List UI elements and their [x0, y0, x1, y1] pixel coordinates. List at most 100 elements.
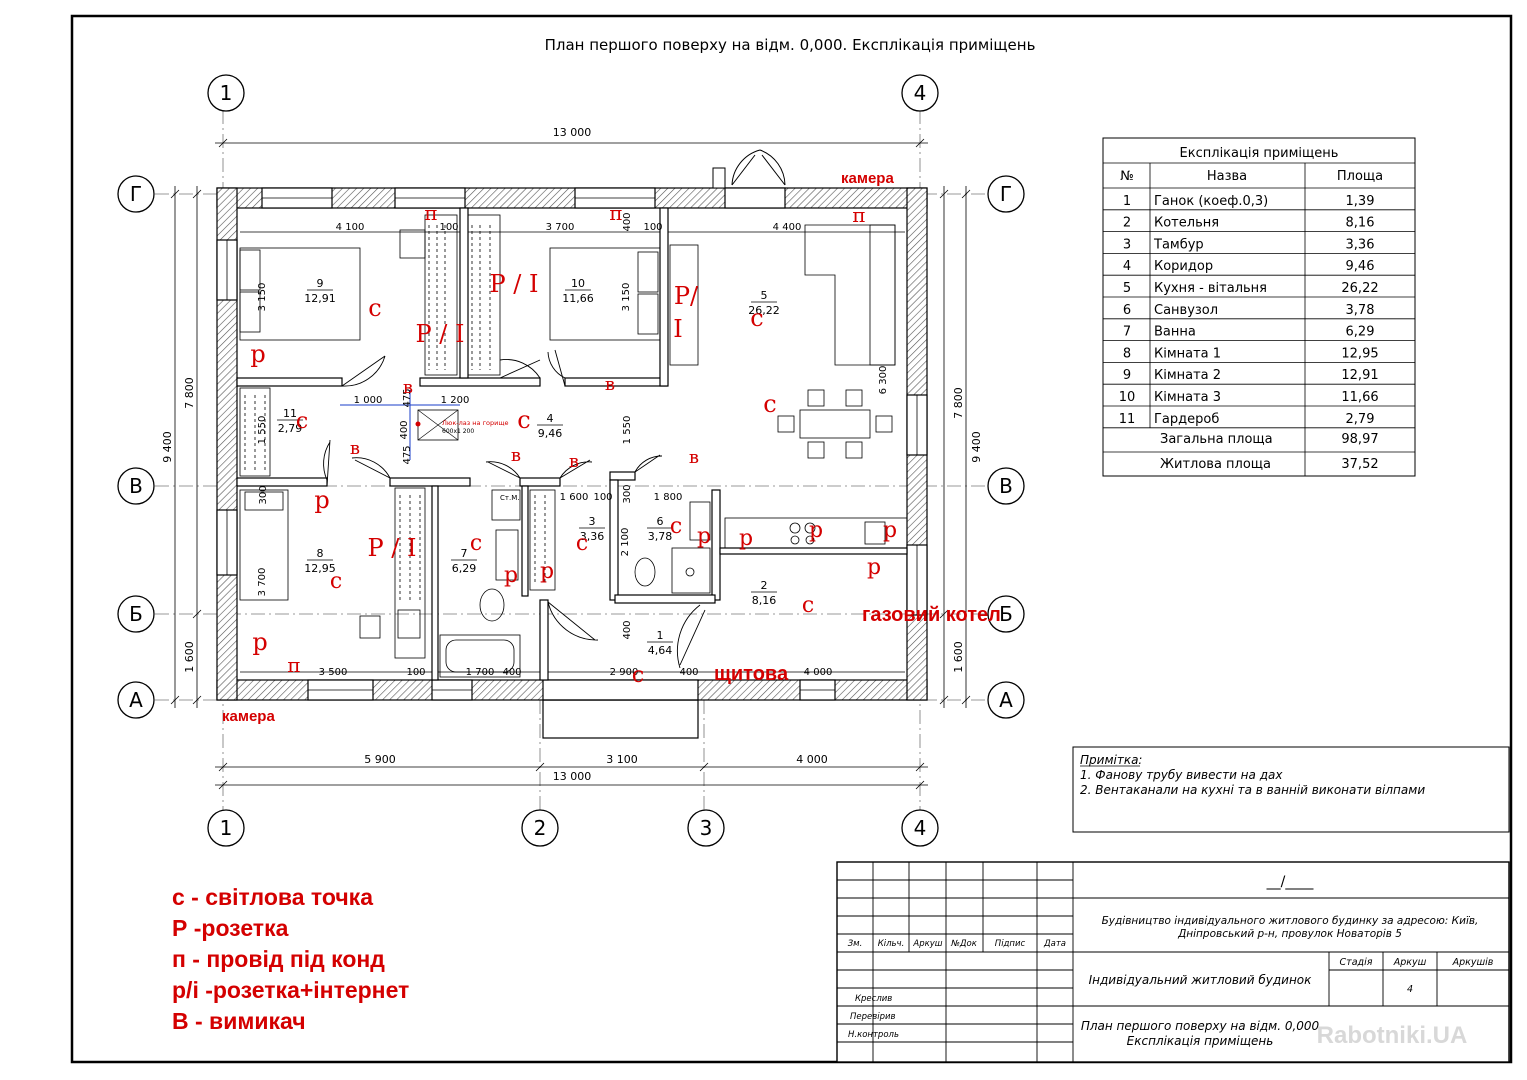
marker-light: с	[763, 390, 776, 418]
room-number: 6	[657, 515, 664, 528]
svg-text:В: В	[999, 474, 1013, 498]
svg-text:1: 1	[220, 81, 233, 105]
marker-light: с	[368, 294, 381, 322]
row-number: 1	[1123, 194, 1131, 209]
axis-bubble-A-left: А	[117, 681, 155, 719]
marker-ac-wire: п	[609, 201, 622, 225]
dim-inner: 1 200	[441, 395, 470, 406]
dim-inner: 3 700	[546, 222, 575, 233]
row-name: Санвузол	[1154, 303, 1218, 318]
marker-switch: в	[511, 445, 521, 466]
dim-inner: 400	[399, 420, 410, 439]
dim-inner: 4 400	[773, 222, 802, 233]
dim-inner: 1 550	[622, 416, 633, 445]
stamp-sheet-title-1: План першого поверху на відм. 0,000	[1081, 1019, 1320, 1033]
axis-bubble-A-right: А	[987, 681, 1025, 719]
explication-title: Експлікація приміщень	[1180, 146, 1339, 161]
dim-left-3: 9 400	[161, 431, 174, 463]
note-box: Примітка: 1. Фанову трубу вивести на дах…	[1072, 746, 1510, 833]
svg-text:4: 4	[914, 816, 927, 840]
living-area-label: Житлова площа	[1160, 457, 1271, 472]
dim-inner: 3 700	[257, 568, 268, 597]
stamp-role: Креслив	[855, 994, 892, 1004]
svg-text:3: 3	[700, 816, 713, 840]
row-name: Ганок (коеф.0,3)	[1154, 194, 1268, 209]
svg-text:Б: Б	[999, 602, 1013, 626]
stamp-code: __/____	[1266, 874, 1315, 890]
row-name: Кімната 2	[1154, 368, 1221, 383]
hatch-label: Люк-лаз на горище	[442, 419, 508, 427]
marker-light: с	[470, 531, 482, 556]
dim-inner: 475	[402, 388, 413, 407]
row-area: 12,95	[1341, 346, 1378, 361]
axis-bubble-G-right: Г	[987, 175, 1025, 213]
boiler-label: газовий котел	[862, 604, 1001, 626]
row-number: 5	[1123, 281, 1131, 296]
axis-bubble-G-left: Г	[117, 175, 155, 213]
porch	[542, 699, 699, 739]
total-area-value: 98,97	[1341, 432, 1378, 447]
svg-text:1: 1	[220, 816, 233, 840]
axis-bubble-2-bottom: 2	[521, 809, 559, 847]
axis-bubble-4-top: 4	[901, 74, 939, 112]
stamp-stage-header: Стадія	[1340, 957, 1373, 968]
dim-right-3: 9 400	[970, 431, 983, 463]
dim-inner: 3 150	[621, 283, 632, 312]
room-area: 6,29	[452, 562, 477, 575]
attic-hatch: Люк-лаз на горище 600х1 200	[415, 409, 508, 441]
stamp-object: Індивідуальний житловий будинок	[1089, 973, 1313, 987]
dim-inner: 1 600	[560, 492, 589, 503]
marker-socket-internet: Р / І	[416, 320, 465, 348]
title-block: __/____ Будівництво індивідуального житл…	[836, 861, 1510, 1063]
inner-doors	[323, 349, 706, 669]
dim-right-2: 1 600	[952, 641, 965, 673]
row-number: 3	[1123, 237, 1131, 252]
stamp-col: Аркуш	[912, 939, 942, 949]
dim-inner: 2 900	[610, 667, 639, 678]
marker-socket: р	[250, 340, 265, 368]
room-number: 5	[761, 289, 768, 302]
legend-ac-wire: п - провід під конд	[172, 946, 385, 972]
axis-bubble-1-bottom: 1	[207, 809, 245, 847]
legend-socket-internet: р/і -розетка+інтернет	[172, 977, 409, 1003]
row-number: 7	[1123, 325, 1131, 340]
dim-inner: 475	[402, 445, 413, 464]
room-area: 4,64	[648, 644, 673, 657]
room-number: 3	[589, 515, 596, 528]
axis-bubble-V-left: В	[117, 467, 155, 505]
panel-label: щитова	[714, 663, 789, 685]
note-line-1: 1. Фанову трубу вивести на дах	[1080, 768, 1283, 782]
marker-light: с	[517, 406, 530, 434]
room-label: 14,64	[647, 629, 673, 657]
electrical-markers: с р Р / І Р / І Р/ І с с п п п в в с в с…	[222, 170, 1001, 725]
dimension-lines	[170, 138, 971, 790]
marker-socket: р	[867, 555, 881, 580]
room-number: 10	[571, 277, 585, 290]
legend-light: с - світлова точка	[172, 884, 373, 910]
room-number: 1	[657, 629, 664, 642]
dim-inner: 1 000	[354, 395, 383, 406]
stamp-sheet-number: 4	[1407, 984, 1413, 995]
dim-inner: 4 100	[336, 222, 365, 233]
dim-bottom-2: 3 100	[606, 753, 638, 766]
row-number: 6	[1123, 303, 1131, 318]
dim-right-1: 7 800	[952, 387, 965, 419]
marker-switch: в	[605, 374, 615, 395]
axis-bubbles: 1 4 1 2 3 4 Г В Б А Г В Б А	[117, 74, 1025, 847]
marker-ac-wire: п	[852, 203, 865, 227]
marker-light: с	[330, 569, 342, 594]
explication-header-area: Площа	[1337, 169, 1383, 184]
room-area: 9,46	[538, 427, 563, 440]
row-number: 2	[1123, 216, 1131, 231]
svg-text:4: 4	[914, 81, 927, 105]
room-area: 2,79	[278, 422, 303, 435]
dim-inner: 300	[622, 484, 633, 503]
outer-walls	[216, 187, 928, 701]
marker-switch: в	[689, 447, 699, 468]
row-name: Гардероб	[1154, 412, 1219, 427]
